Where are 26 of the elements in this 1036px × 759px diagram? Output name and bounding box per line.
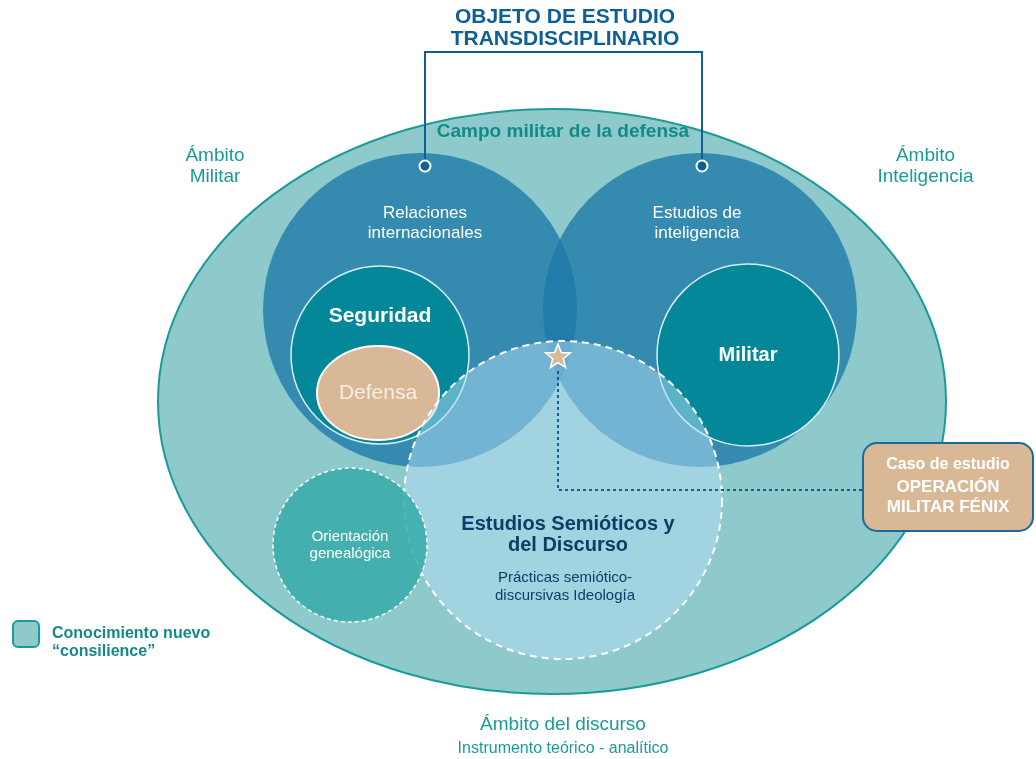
approach-label: Orientación genealógica	[308, 527, 392, 562]
concept-ellipse	[316, 345, 440, 441]
case-study-name: OPERACIÓN MILITAR FÉNIX	[885, 477, 1011, 517]
object-heading: OBJETO DE ESTUDIO TRANSDISCIPLINARIO	[449, 5, 681, 50]
concept-label: Defensa	[337, 380, 419, 405]
case-study-heading: Caso de estudio	[885, 455, 1011, 474]
star-icon	[544, 343, 572, 371]
discipline-title: Relaciones internacionales	[366, 203, 484, 243]
concept-label: Militar	[717, 343, 779, 366]
case-study-card	[862, 442, 1034, 532]
concept-label: Seguridad	[327, 303, 433, 328]
discourse-topics: Prácticas semiótico-discursivas Ideología	[493, 568, 637, 604]
bracket-line	[418, 51, 566, 173]
concept-circle	[656, 263, 840, 447]
bracket-line	[564, 51, 709, 173]
field-title: Campo militar de la defensa	[435, 120, 691, 142]
discourse-title: Estudios Semióticos y del Discurso	[460, 513, 676, 555]
legend-label: Conocimiento nuevo “consilience”	[52, 624, 212, 660]
concept-circle	[290, 265, 470, 445]
domain-label: Ámbito Militar	[184, 145, 246, 187]
domain-subtitle: Instrumento teórico - analítico	[456, 739, 670, 757]
domain-label: Ámbito del discurso	[479, 714, 647, 735]
domain-label: Ámbito Inteligencia	[876, 145, 975, 187]
approach-circle	[272, 467, 428, 623]
discipline-circle	[542, 152, 858, 468]
discipline-title: Estudios de inteligencia	[651, 203, 743, 243]
